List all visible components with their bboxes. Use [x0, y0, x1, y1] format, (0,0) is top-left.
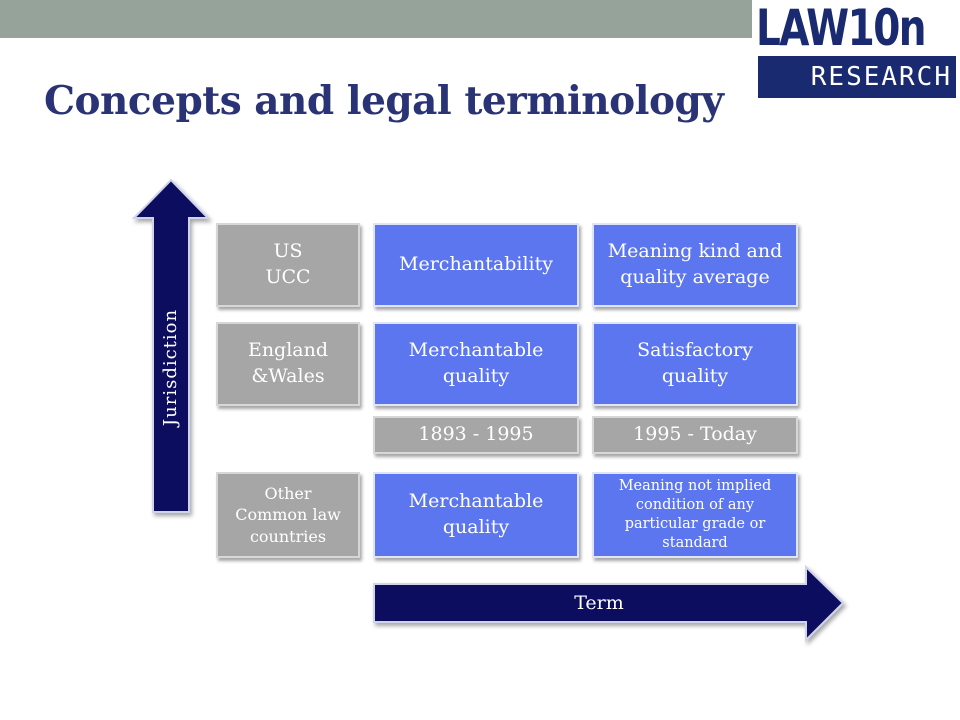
jurisdiction-england-wales: England&Wales — [216, 322, 360, 406]
term-merchantability: Merchantability — [373, 223, 579, 307]
term-axis-label: Term — [574, 592, 624, 614]
period-1893-1995: 1893 - 1995 — [373, 416, 579, 454]
logo-subtitle: RESEARCH — [758, 56, 956, 98]
jurisdiction-axis-label: Jurisdiction — [160, 308, 182, 426]
period-1995-today: 1995 - Today — [592, 416, 798, 454]
logo-wordmark: LAW10n — [756, 0, 927, 57]
top-bar — [0, 0, 752, 38]
page-title: Concepts and legal terminology — [44, 78, 724, 124]
logo: LAW10n RESEARCH — [756, 0, 956, 98]
jurisdiction-arrow — [131, 178, 211, 513]
term-arrow — [373, 564, 845, 643]
